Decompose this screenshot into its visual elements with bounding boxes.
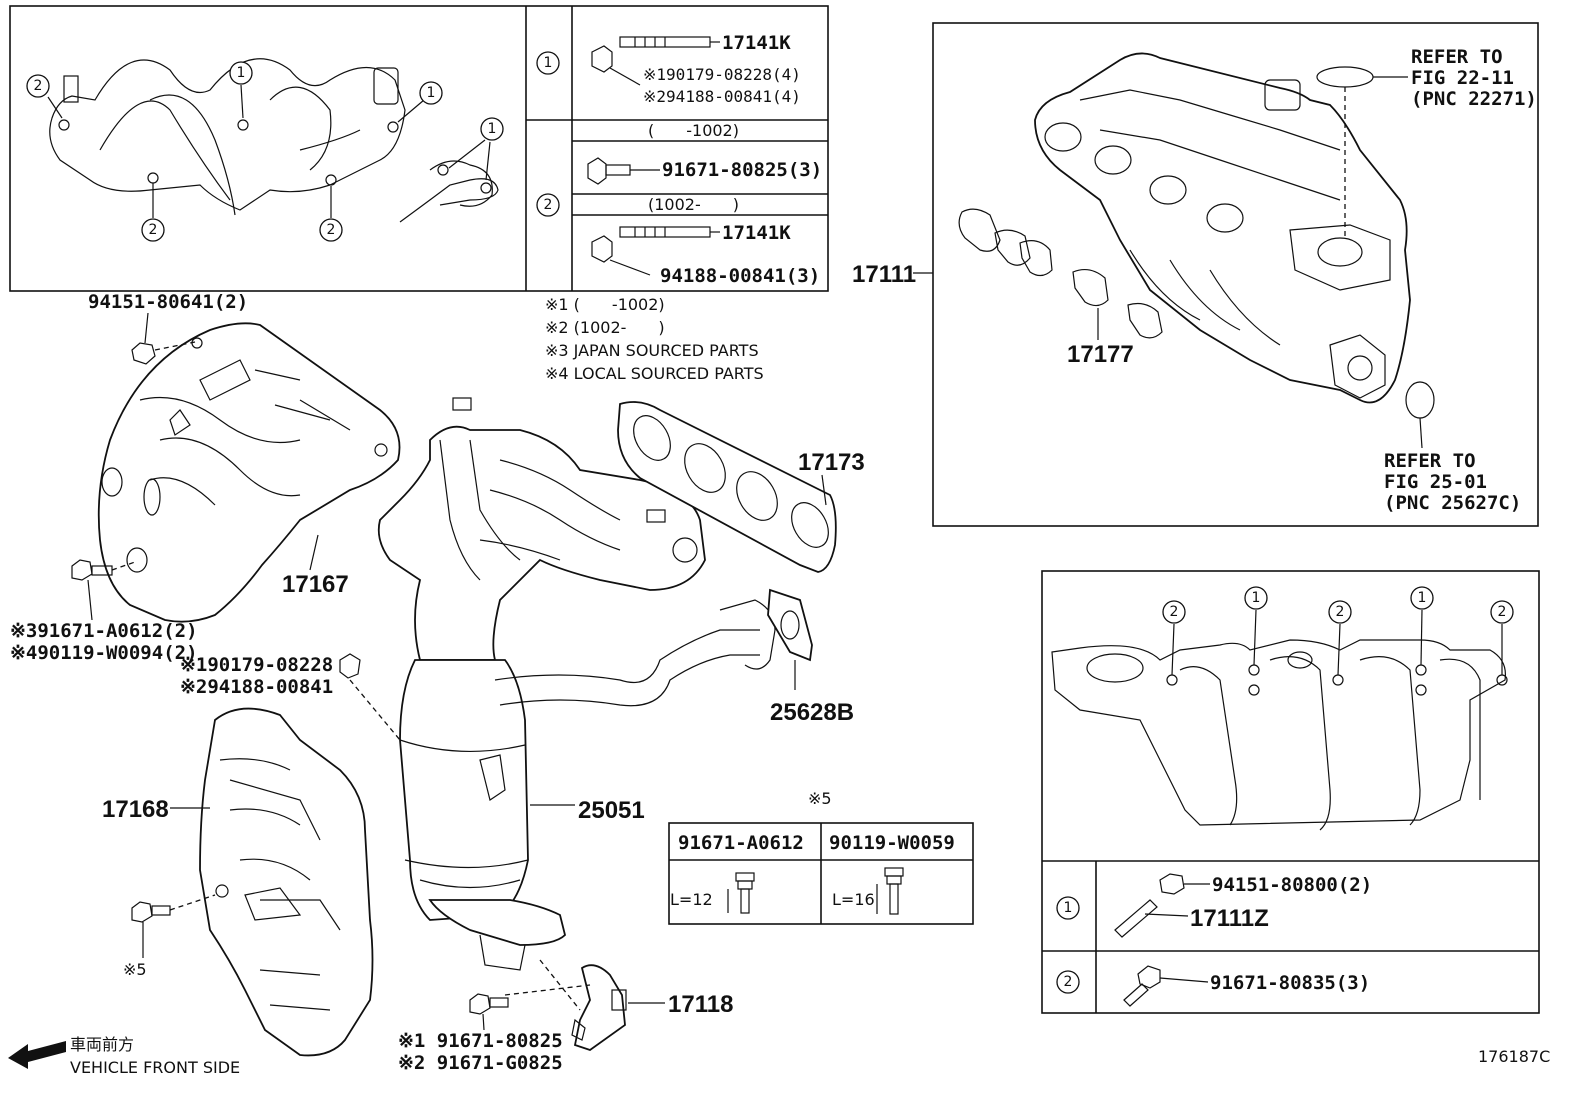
nut-94151-80641 xyxy=(131,312,196,365)
bolt-a-icon xyxy=(727,872,755,914)
refer-2-line-a: REFER TO xyxy=(1384,450,1476,472)
svg-text:2: 2 xyxy=(1336,604,1345,620)
label-25051: 25051 xyxy=(578,797,645,824)
label-17167: 17167 xyxy=(282,571,349,598)
label-91671-80835-3: 91671-80835(3) xyxy=(1210,972,1370,994)
label-17118: 17118 xyxy=(668,991,733,1018)
svg-text:1: 1 xyxy=(544,55,553,71)
label-91671-A0612-2: ※391671-A0612(2) xyxy=(10,620,198,642)
gasket-17177 xyxy=(958,208,1163,340)
svg-text:1: 1 xyxy=(1418,590,1427,606)
label-90179-08228: ※190179-08228 xyxy=(180,654,333,676)
refer-2-line-c: (PNC 25627C) xyxy=(1384,492,1521,514)
svg-text:2: 2 xyxy=(149,222,158,238)
svg-text:1: 1 xyxy=(1252,590,1261,606)
figure-id: 176187C xyxy=(1478,1047,1550,1066)
bolt-icon xyxy=(587,157,660,185)
vehicle-front-jp: 車両前方 xyxy=(70,1035,134,1054)
nut-stud-icon xyxy=(1114,873,1210,938)
label-91671-80825: ※1 91671-80825 xyxy=(398,1030,563,1052)
exhaust-manifold-top-view xyxy=(47,58,499,223)
label-note5-bolt: ※5 xyxy=(123,960,147,979)
o-ring-lower xyxy=(1405,381,1435,419)
svg-text:1: 1 xyxy=(427,85,436,101)
col-91671-A0612: 91671-A0612 xyxy=(678,832,804,854)
refer-1-line-b: FIG 22-11 xyxy=(1411,67,1514,89)
gasket-17173 xyxy=(617,401,837,573)
label-17173: 17173 xyxy=(798,449,865,476)
circled-callouts-inset: 2 1 1 1 2 2 1 2 xyxy=(26,51,560,242)
part-94188-00841-4: 94188-00841(4) xyxy=(666,87,801,106)
label-17141K-a: 17141K xyxy=(722,32,791,54)
svg-text:2: 2 xyxy=(1064,974,1073,990)
exhaust-manifold-converter xyxy=(377,397,776,971)
refer-1-line-c: (PNC 22271) xyxy=(1411,88,1537,110)
label-94188-00841-3: 94188-00841(3) xyxy=(660,265,820,287)
label-91671-G0825: ※2 91671-G0825 xyxy=(398,1052,563,1074)
label-note5-table: ※5 xyxy=(808,789,832,808)
bolt-91671-80835-icon xyxy=(1123,965,1209,1007)
note-2: ※2 (1002- ) xyxy=(545,318,665,337)
svg-text:1: 1 xyxy=(488,121,497,137)
intake-manifold-bolt-inset: 2 1 2 1 2 1 2 94151-80800(2) 17111Z 9167… xyxy=(1041,570,1540,1014)
label-94151-80641-2: 94151-80641(2) xyxy=(88,291,248,313)
svg-text:1: 1 xyxy=(1064,900,1073,916)
svg-text:2: 2 xyxy=(1498,604,1507,620)
note-4: ※4 LOCAL SOURCED PARTS xyxy=(545,364,764,383)
circled-callouts-inset-right: 2 1 2 1 2 1 2 xyxy=(1056,586,1514,994)
bracket-17118 xyxy=(504,959,627,1051)
stud-nut-icon-b xyxy=(591,226,720,276)
refer-2-line-b: FIG 25-01 xyxy=(1384,471,1487,493)
intake-manifold-box xyxy=(932,22,1539,527)
label-94151-80800-2: 94151-80800(2) xyxy=(1212,874,1372,896)
svg-text:2: 2 xyxy=(34,78,43,94)
label-94188-00841: ※294188-00841 xyxy=(180,676,333,698)
intake-manifold xyxy=(1034,52,1411,404)
col-90119-W0059: 90119-W0059 xyxy=(829,832,955,854)
heat-insulator-upper xyxy=(97,322,401,623)
vehicle-front-en: VEHICLE FRONT SIDE xyxy=(70,1058,240,1077)
notes-block: ※1 ( -1002) ※2 (1002- ) ※3 JAPAN SOURCED… xyxy=(545,295,764,383)
bolt-91671-80825 xyxy=(469,993,509,1031)
vehicle-front-arrow-icon xyxy=(8,1041,66,1069)
bolt-note5 xyxy=(131,894,216,958)
bolt-91671-A0612 xyxy=(71,559,136,621)
svg-text:2: 2 xyxy=(327,222,336,238)
length-16: L=16 xyxy=(832,890,875,909)
nut-90179-08228 xyxy=(339,653,401,741)
label-17177: 17177 xyxy=(1067,341,1134,368)
note-3: ※3 JAPAN SOURCED PARTS xyxy=(545,341,759,360)
label-90119-W0094-2: ※490119-W0094(2) xyxy=(10,642,198,664)
o-ring-upper xyxy=(1316,66,1374,88)
length-12: L=12 xyxy=(670,890,713,909)
label-91671-80825-3: 91671-80825(3) xyxy=(662,159,822,181)
gasket-25628B xyxy=(767,588,813,662)
range-to-1002: ( -1002) xyxy=(648,121,739,140)
note-mark-2-a: ※2 xyxy=(643,87,666,106)
heat-insulator-lower xyxy=(199,707,374,1057)
svg-text:2: 2 xyxy=(544,197,553,213)
stud-nut-icon xyxy=(591,36,720,86)
bolt-length-table: ※5 91671-A0612 90119-W0059 L=12 L=16 xyxy=(668,789,974,925)
refer-1-line-a: REFER TO xyxy=(1411,46,1503,68)
label-17111Z: 17111Z xyxy=(1190,905,1269,932)
note-1: ※1 ( -1002) xyxy=(545,295,665,314)
label-17168: 17168 xyxy=(102,796,169,823)
bolt-b-icon xyxy=(876,867,904,915)
svg-text:2: 2 xyxy=(1170,604,1179,620)
svg-text:1: 1 xyxy=(237,65,246,81)
range-from-1002: (1002- ) xyxy=(648,195,739,214)
label-17111: 17111 xyxy=(852,261,916,288)
part-90179-08228-4: 90179-08228(4) xyxy=(666,65,801,84)
label-25628B: 25628B xyxy=(770,699,854,726)
label-17141K-b: 17141K xyxy=(722,222,791,244)
note-mark-1-a: ※1 xyxy=(643,65,666,84)
intake-manifold-front-view xyxy=(1051,609,1508,831)
exhaust-manifold-bolt-inset: 2 1 1 1 2 2 1 2 17141K ※190179-08228(4) … xyxy=(9,5,829,292)
label-90179-08228-4: ※190179-08228(4) xyxy=(643,65,801,84)
label-94188-00841-4: ※294188-00841(4) xyxy=(643,87,801,106)
